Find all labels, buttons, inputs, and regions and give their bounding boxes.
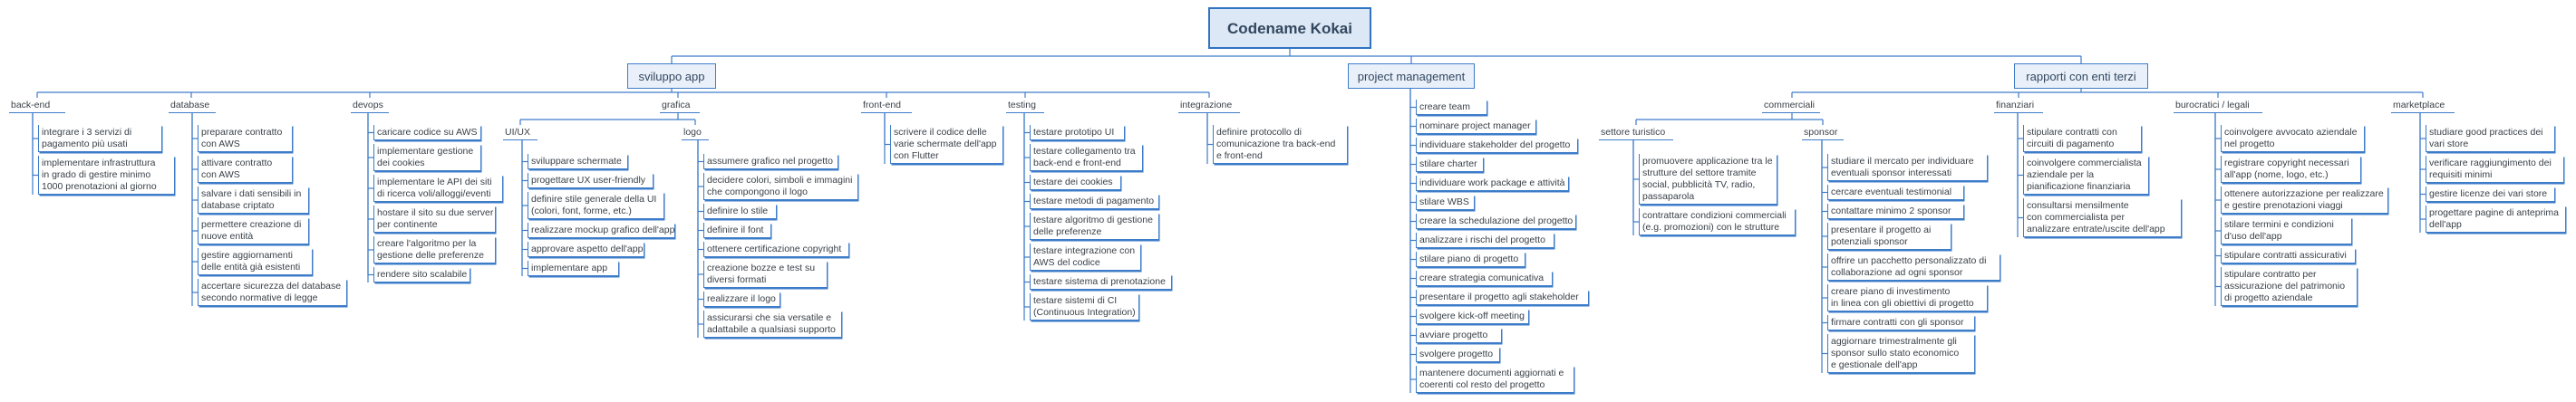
level2-devops: devops bbox=[351, 98, 389, 113]
ui-ux-item: approvare aspetto dell'app bbox=[528, 242, 644, 257]
project-management-item: creare la schedulazione del progetto bbox=[1416, 214, 1575, 229]
project-management-item: individuare work package e attività bbox=[1416, 176, 1568, 191]
project-management-item: creare strategia comunicativa bbox=[1416, 271, 1552, 286]
project-management-item: analizzare i rischi del progetto bbox=[1416, 233, 1554, 248]
level3-sponsor: sponsor bbox=[1802, 125, 1844, 140]
branch-project-management: project management bbox=[1348, 63, 1475, 89]
project-management-item: svolgere kick-off meeting bbox=[1416, 309, 1528, 324]
project-management-item: creare team bbox=[1416, 100, 1487, 115]
level2-front-end: front-end bbox=[861, 98, 912, 113]
sponsor-item: contattare minimo 2 sponsor bbox=[1827, 204, 1963, 219]
project-management-item: avviare progetto bbox=[1416, 328, 1501, 343]
level2-ui-ux: UI/UX bbox=[503, 125, 537, 140]
sponsor-item: firmare contratti con gli sponsor bbox=[1827, 315, 1974, 330]
project-management-item: individuare stakeholder del progetto bbox=[1416, 138, 1577, 153]
level3-settore-turistico: settore turistico bbox=[1599, 125, 1673, 140]
devops-item: rendere sito scalabile bbox=[373, 267, 470, 282]
logo-item: definire lo stile bbox=[703, 204, 776, 219]
root-node: Codename Kokai bbox=[1208, 7, 1371, 49]
ui-ux-item: definire stile generale della UI(colori,… bbox=[528, 192, 663, 219]
level2-marketplace: marketplace bbox=[2391, 98, 2455, 113]
ui-ux-item: realizzare mockup grafico dell'app bbox=[528, 223, 674, 238]
ui-ux-item: sviluppare schermate bbox=[528, 154, 627, 169]
level2-commerciali: commerciali bbox=[1762, 98, 1820, 113]
testing-item: testare prototipo UI bbox=[1030, 125, 1124, 140]
project-management-item: svolgere progetto bbox=[1416, 347, 1499, 362]
logo-item: realizzare il logo bbox=[703, 292, 780, 307]
logo-item: definire il font bbox=[703, 223, 770, 238]
ui-ux-item: progettare UX user-friendly bbox=[528, 173, 653, 188]
testing-item: testare metodi di pagamento bbox=[1030, 194, 1158, 209]
level2-database: database bbox=[169, 98, 216, 113]
logo-item: assumere grafico nel progetto bbox=[703, 154, 838, 169]
ui-ux-item: implementare app bbox=[528, 261, 618, 276]
burocratici-legali-item: stipulare contratti assicurativi bbox=[2221, 248, 2355, 263]
marketplace-item: gestire licenze dei vari store bbox=[2426, 187, 2554, 202]
branch-rapporti-enti-terzi: rapporti con enti terzi bbox=[2014, 63, 2148, 89]
project-management-item: stilare charter bbox=[1416, 157, 1483, 172]
level3-logo: logo bbox=[682, 125, 709, 140]
sponsor-item: cercare eventuali testimonial bbox=[1827, 185, 1963, 200]
settore-turistico-item: contrattare condizioni commerciali(e.g. … bbox=[1639, 208, 1795, 235]
project-management-item: stilare piano di progetto bbox=[1416, 252, 1525, 267]
level2-back-end: back-end bbox=[9, 98, 65, 113]
testing-item: testare sistema di prenotazione bbox=[1030, 274, 1171, 290]
level2-grafica: grafica bbox=[660, 98, 700, 113]
level2-finanziari: finanziari bbox=[1994, 98, 2043, 113]
branch-sviluppo-app: sviluppo app bbox=[627, 63, 716, 89]
level2-burocratici-legali: burocratici / legali bbox=[2174, 98, 2262, 113]
testing-item: testare dei cookies bbox=[1030, 175, 1120, 190]
level2-testing: testing bbox=[1006, 98, 1044, 113]
project-management-item: presentare il progetto agli stakeholder bbox=[1416, 290, 1588, 305]
level2-integrazione: integrazione bbox=[1178, 98, 1240, 113]
devops-item: caricare codice su AWS bbox=[373, 125, 480, 140]
project-management-item: stilare WBS bbox=[1416, 195, 1474, 210]
testing-item: testare sistemi di CI(Continuous Integra… bbox=[1030, 293, 1138, 321]
logo-item: ottenere certificazione copyright bbox=[703, 242, 848, 257]
project-management-item: nominare project manager bbox=[1416, 119, 1535, 134]
